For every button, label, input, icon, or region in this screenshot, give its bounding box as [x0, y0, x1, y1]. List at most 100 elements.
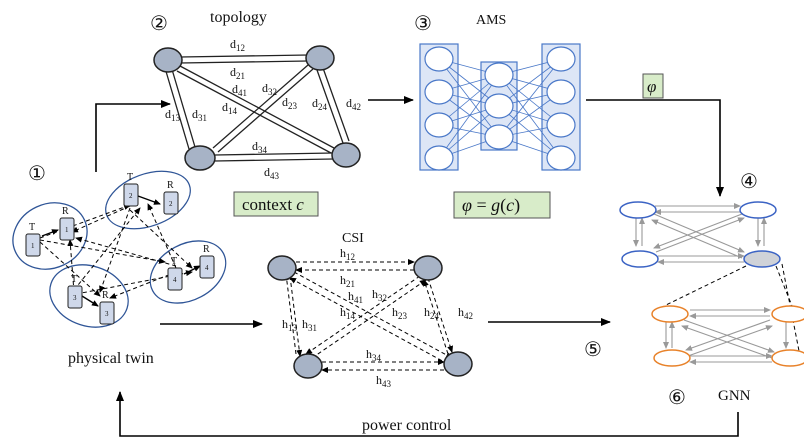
- svg-text:2: 2: [169, 200, 173, 208]
- svg-text:T: T: [171, 256, 177, 267]
- edge-label-d41: d41: [232, 82, 247, 98]
- gnn-bottom-node-1: [651, 305, 689, 323]
- edge-label-d43: d43: [264, 165, 280, 181]
- step-2-label: ②: [150, 11, 168, 35]
- svg-text:4: 4: [173, 276, 177, 284]
- edge-label-d13: d13: [165, 107, 181, 123]
- ams-neuron: [424, 79, 454, 105]
- edge-label-h23: h23: [392, 305, 408, 321]
- svg-text:R: R: [167, 180, 174, 191]
- gnn-top-node-2: [739, 201, 777, 219]
- ams-neuron: [484, 62, 514, 88]
- edge-label-h34: h34: [366, 347, 382, 363]
- edge-label-d42: d42: [346, 96, 361, 112]
- arrow-ams-to-gnn: [586, 99, 724, 197]
- svg-text:T: T: [29, 222, 35, 233]
- step-3-label: ③: [414, 11, 432, 35]
- gnn-top-node-3: [621, 250, 659, 268]
- cluster-2: [105, 170, 191, 230]
- context-box: context c: [233, 191, 319, 217]
- ams-neuron: [546, 145, 576, 171]
- topology-node-2: [305, 45, 335, 71]
- svg-text:T: T: [127, 172, 133, 183]
- edge-label-h14: h14: [340, 305, 356, 321]
- device-t2: T 2: [123, 172, 139, 207]
- svg-text:3: 3: [105, 310, 109, 318]
- device-r1: R 1: [59, 206, 75, 241]
- arrow-twin-to-topology: [95, 100, 171, 172]
- csi-graph: CSI h12 h21 h41 h32 h14 h23 h13 h: [267, 231, 473, 389]
- svg-text:context c: context c: [242, 195, 304, 214]
- topology-title: topology: [210, 9, 267, 26]
- svg-text:R: R: [203, 244, 210, 255]
- ams-neuron: [424, 145, 454, 171]
- cluster-4: [149, 240, 227, 304]
- ams-network: ③ AMS: [414, 11, 581, 171]
- gnn-bottom-node-3: [653, 349, 691, 367]
- ams-neuron: [546, 46, 576, 72]
- svg-text:3: 3: [73, 294, 77, 302]
- edge-label-h43: h43: [376, 373, 392, 389]
- topology-node-1: [153, 47, 183, 73]
- edge-label-h13: h13: [282, 317, 298, 333]
- physical-twin-label: physical twin: [68, 350, 154, 367]
- device-t1: T 1: [25, 222, 41, 257]
- edge-label-d34: d34: [252, 139, 268, 155]
- gnn-title: GNN: [718, 388, 751, 404]
- gnn-block: ④ ⑤ ⑥ GNN: [584, 169, 804, 409]
- ams-link: [498, 74, 562, 159]
- csi-title: CSI: [342, 231, 364, 246]
- edge-label-d12: d12: [230, 37, 245, 53]
- edge-label-d23: d23: [282, 95, 298, 111]
- edge-label-h24: h24: [424, 305, 440, 321]
- csi-node-2: [413, 255, 443, 281]
- ams-link: [438, 58, 500, 138]
- ams-title: AMS: [476, 13, 506, 28]
- ams-neuron: [424, 46, 454, 72]
- ams-link: [498, 58, 562, 138]
- edge-label-d32: d32: [262, 81, 277, 97]
- edge-label-h31: h31: [302, 317, 317, 333]
- cluster-3: [49, 264, 129, 328]
- power-control-label: power control: [362, 417, 452, 434]
- ams-neuron: [546, 112, 576, 138]
- device-t4: T 4: [167, 256, 183, 291]
- ams-neuron: [424, 112, 454, 138]
- svg-text:R: R: [102, 290, 109, 301]
- ams-neuron: [484, 124, 514, 150]
- edge-label-d21: d21: [230, 65, 245, 81]
- csi-node-3: [293, 353, 323, 379]
- step-5-label: ⑤: [584, 337, 602, 361]
- svg-text:1: 1: [65, 226, 69, 234]
- device-r2: R 2: [163, 180, 179, 215]
- gnn-top-node-1: [619, 201, 657, 219]
- svg-text:φ: φ: [647, 77, 656, 96]
- cluster-1: [12, 202, 88, 270]
- ams-link: [438, 74, 500, 159]
- formula-box: φ = g(c): [453, 191, 551, 219]
- gnn-bottom-node-2: [771, 305, 804, 323]
- topology-graph: ② topology d12 d21 d41 d32 d14 d23: [150, 9, 361, 181]
- svg-text:2: 2: [129, 192, 133, 200]
- phi-box: φ: [642, 73, 664, 99]
- topology-node-4: [331, 142, 361, 168]
- csi-node-4: [443, 351, 473, 377]
- edge-label-h32: h32: [372, 287, 387, 303]
- edge-label-d31: d31: [192, 107, 207, 123]
- edge-label-d14: d14: [222, 100, 238, 116]
- csi-node-1: [267, 255, 297, 281]
- step-1-label: ①: [28, 161, 46, 185]
- arrow-power-control: [116, 391, 739, 437]
- topology-node-3: [184, 145, 216, 171]
- edge-label-h42: h42: [458, 305, 473, 321]
- device-r4: R 4: [199, 244, 215, 279]
- gnn-bottom-node-4: [771, 349, 804, 367]
- device-r3: R 3: [99, 290, 115, 325]
- svg-text:1: 1: [31, 242, 35, 250]
- svg-text:φ = g(c): φ = g(c): [462, 195, 520, 216]
- edge-label-h41: h41: [348, 289, 363, 305]
- step-4-label: ④: [740, 169, 758, 193]
- edge-label-d24: d24: [312, 96, 328, 112]
- step-6-label: ⑥: [668, 385, 686, 409]
